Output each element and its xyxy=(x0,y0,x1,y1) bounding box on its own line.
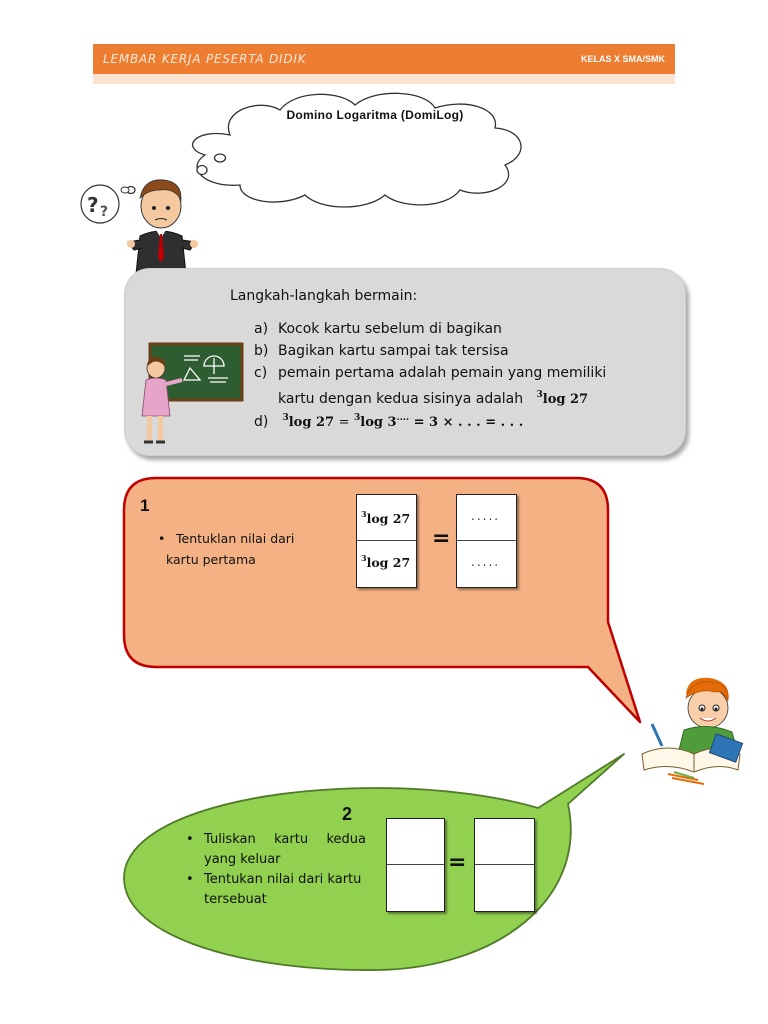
task1-number: 1 xyxy=(140,496,150,515)
domino-card-first: 3log 27 3log 27 xyxy=(356,494,417,588)
step-a: a)Kocok kartu sebelum di bagikan xyxy=(254,321,502,337)
task2-item-2: Tentukan nilai dari kartu xyxy=(186,870,366,890)
card-top-text: 3log 27 xyxy=(361,509,411,526)
cloud-title: Domino Logaritma (DomiLog) xyxy=(286,108,464,122)
thought-cloud xyxy=(126,92,522,208)
equals-sign-2: = xyxy=(448,850,467,875)
step-c: c)pemain pertama adalah pemain yang memi… xyxy=(254,365,607,381)
domino-card-second xyxy=(386,818,445,912)
boy-reading-illustration xyxy=(641,677,744,785)
answer-bottom-blank: ..... xyxy=(471,555,501,569)
equals-sign: = xyxy=(432,526,451,551)
card-bottom-text: 3log 27 xyxy=(361,553,411,570)
svg-text:?: ? xyxy=(100,204,108,220)
domino-card-top xyxy=(357,495,416,541)
task2-item-1: Tuliskan kartu kedua xyxy=(186,830,366,850)
step-b: b)Bagikan kartu sampai tak tersisa xyxy=(254,343,509,359)
answer-top-blank: ..... xyxy=(471,509,501,523)
task1-instruction: Tentuklan nilai dari kartu pertama xyxy=(158,528,308,570)
header-class-label: KELAS X SMA/SMK xyxy=(580,54,665,64)
task2-speech-bubble xyxy=(123,753,625,971)
step-d: d) 3log 27 = 3log 3.... = 3 × . . . = . … xyxy=(254,413,524,430)
step-c-continued: kartu dengan kedua sisinya adalah 3log 2… xyxy=(278,390,589,407)
header-bar: LEMBAR KERJA PESERTA DIDIK KELAS X SMA/S… xyxy=(93,44,675,84)
domino-card-answer: ..... ..... xyxy=(456,494,517,588)
header-title: LEMBAR KERJA PESERTA DIDIK xyxy=(103,52,307,66)
task2-number: 2 xyxy=(342,804,353,824)
confused-man-illustration: ? ? xyxy=(80,179,198,275)
step-c-math: 3log 27 xyxy=(536,390,589,407)
question-mark-icon: ? xyxy=(87,193,99,217)
teacher-chalkboard-illustration xyxy=(141,342,244,444)
steps-title: Langkah-langkah bermain: xyxy=(230,288,418,304)
task2-instructions: Tuliskan kartu kedua yang keluar Tentuka… xyxy=(186,830,366,910)
domino-card-second-answer xyxy=(474,818,535,912)
step-d-math: 3log 27 = 3log 3.... = 3 × . . . = . . . xyxy=(282,413,524,430)
